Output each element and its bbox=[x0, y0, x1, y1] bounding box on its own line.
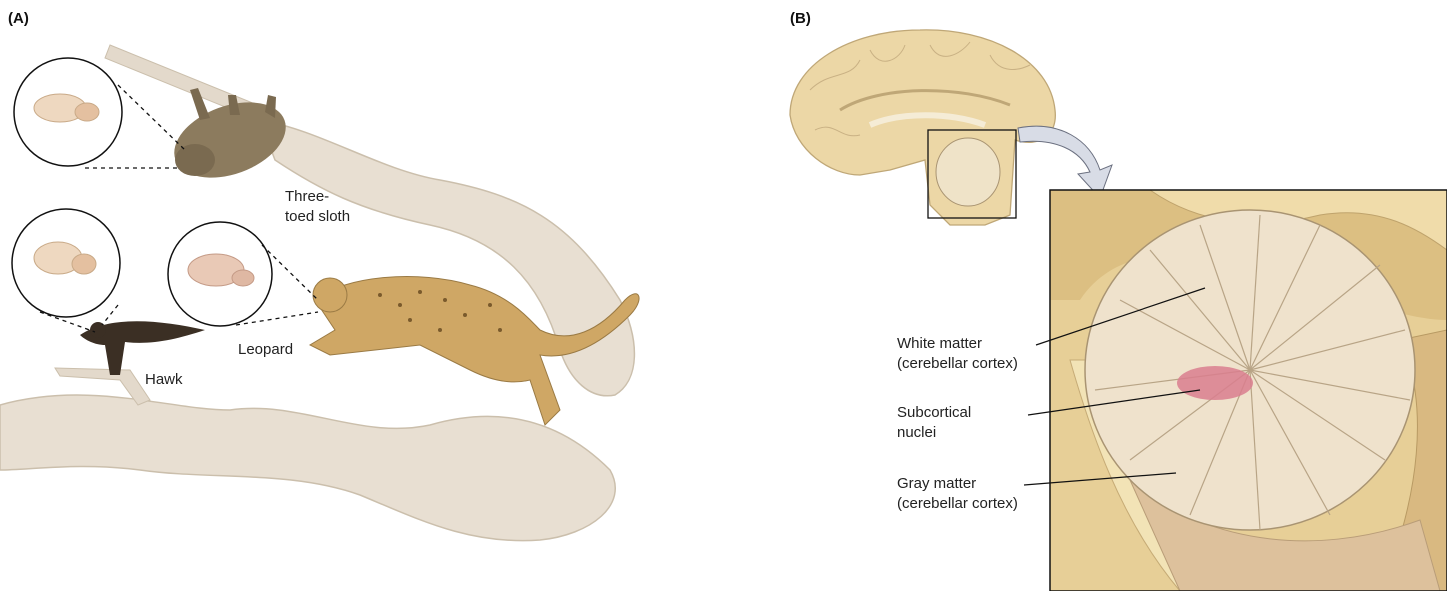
label-white-matter-line2: (cerebellar cortex) bbox=[897, 354, 1018, 374]
label-subcortical-nuclei: Subcortical nuclei bbox=[897, 403, 971, 443]
panel-b-letter: (B) bbox=[790, 10, 811, 27]
leopard-brain-circle bbox=[168, 222, 272, 326]
hawk-illustration bbox=[80, 321, 205, 375]
label-hawk: Hawk bbox=[145, 370, 183, 390]
sloth-illustration bbox=[164, 88, 296, 192]
label-subcortical-line2: nuclei bbox=[897, 423, 971, 443]
panel-a-illustration bbox=[0, 45, 639, 541]
label-sloth: Three- toed sloth bbox=[285, 187, 350, 227]
zoom-arrow bbox=[1018, 126, 1112, 198]
panel-b-illustration bbox=[790, 30, 1447, 591]
label-white-matter: White matter (cerebellar cortex) bbox=[897, 334, 1018, 374]
panel-a-letter: (A) bbox=[8, 10, 29, 27]
label-sloth-line2: toed sloth bbox=[285, 207, 350, 227]
label-gray-matter: Gray matter (cerebellar cortex) bbox=[897, 474, 1018, 514]
label-leopard: Leopard bbox=[238, 340, 293, 360]
subcortical-nuclei-highlight bbox=[1177, 366, 1253, 400]
hawk-brain-circle bbox=[12, 209, 120, 317]
label-gray-matter-line1: Gray matter bbox=[897, 474, 1018, 494]
label-gray-matter-line2: (cerebellar cortex) bbox=[897, 494, 1018, 514]
lower-branch bbox=[0, 395, 615, 541]
label-subcortical-line1: Subcortical bbox=[897, 403, 971, 423]
label-sloth-line1: Three- bbox=[285, 187, 350, 207]
label-white-matter-line1: White matter bbox=[897, 334, 1018, 354]
sloth-brain-circle bbox=[14, 58, 122, 166]
